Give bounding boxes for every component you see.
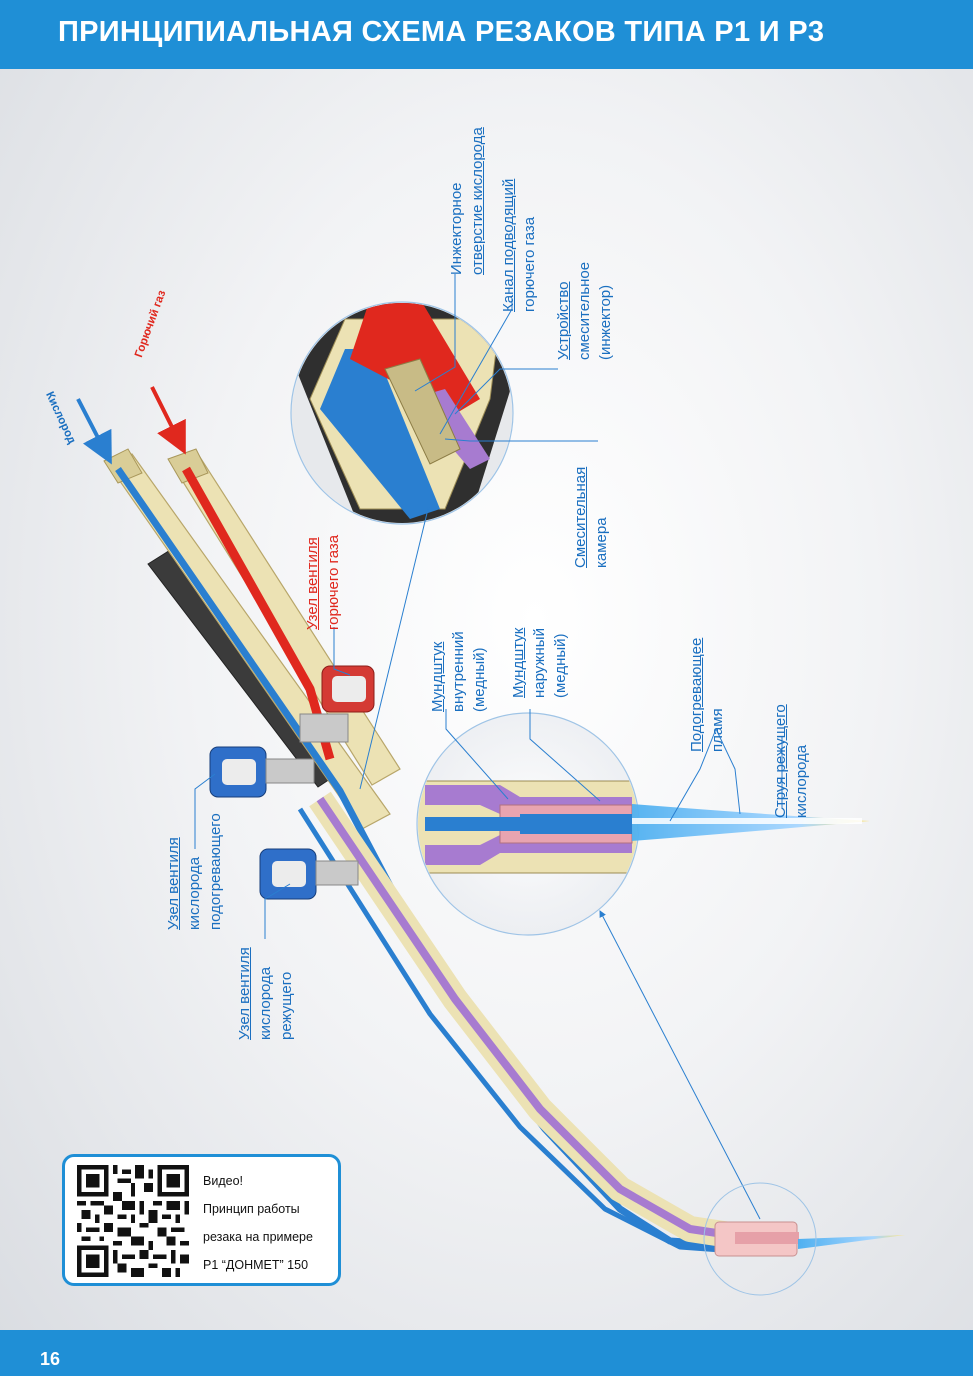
qr-code-icon[interactable] <box>77 1165 189 1277</box>
torch-head <box>714 1221 905 1257</box>
footer-bar <box>0 1330 973 1376</box>
torch-diagram <box>76 274 905 1296</box>
qr-caption: Видео! Принцип работы резака на примере … <box>203 1167 338 1279</box>
injector-magnifier <box>290 301 514 525</box>
cutting-oxygen-valve <box>259 848 359 900</box>
nozzle-magnifier <box>416 712 870 936</box>
oxygen-inlet-arrow <box>76 398 112 465</box>
header-bar <box>0 0 973 69</box>
page-number: 16 <box>40 1349 61 1369</box>
torch-tube <box>297 791 736 1254</box>
qr-caption-line: Р1 “ДОНМЕТ” 150 <box>203 1258 309 1272</box>
fuel-inlet-arrow <box>150 386 186 455</box>
qr-caption-line: резака на примере <box>203 1230 313 1244</box>
qr-caption-line: Видео! <box>203 1174 243 1188</box>
qr-video-panel[interactable]: Видео! Принцип работы резака на примере … <box>62 1154 341 1286</box>
fuel-gas-valve <box>299 665 375 743</box>
qr-caption-line: Принцип работы <box>203 1202 300 1216</box>
leader-lines <box>194 274 783 939</box>
page-title: ПРИНЦИПИАЛЬНАЯ СХЕМА РЕЗАКОВ ТИПА Р1 И Р… <box>58 16 825 48</box>
preheat-oxygen-valve <box>209 746 315 798</box>
